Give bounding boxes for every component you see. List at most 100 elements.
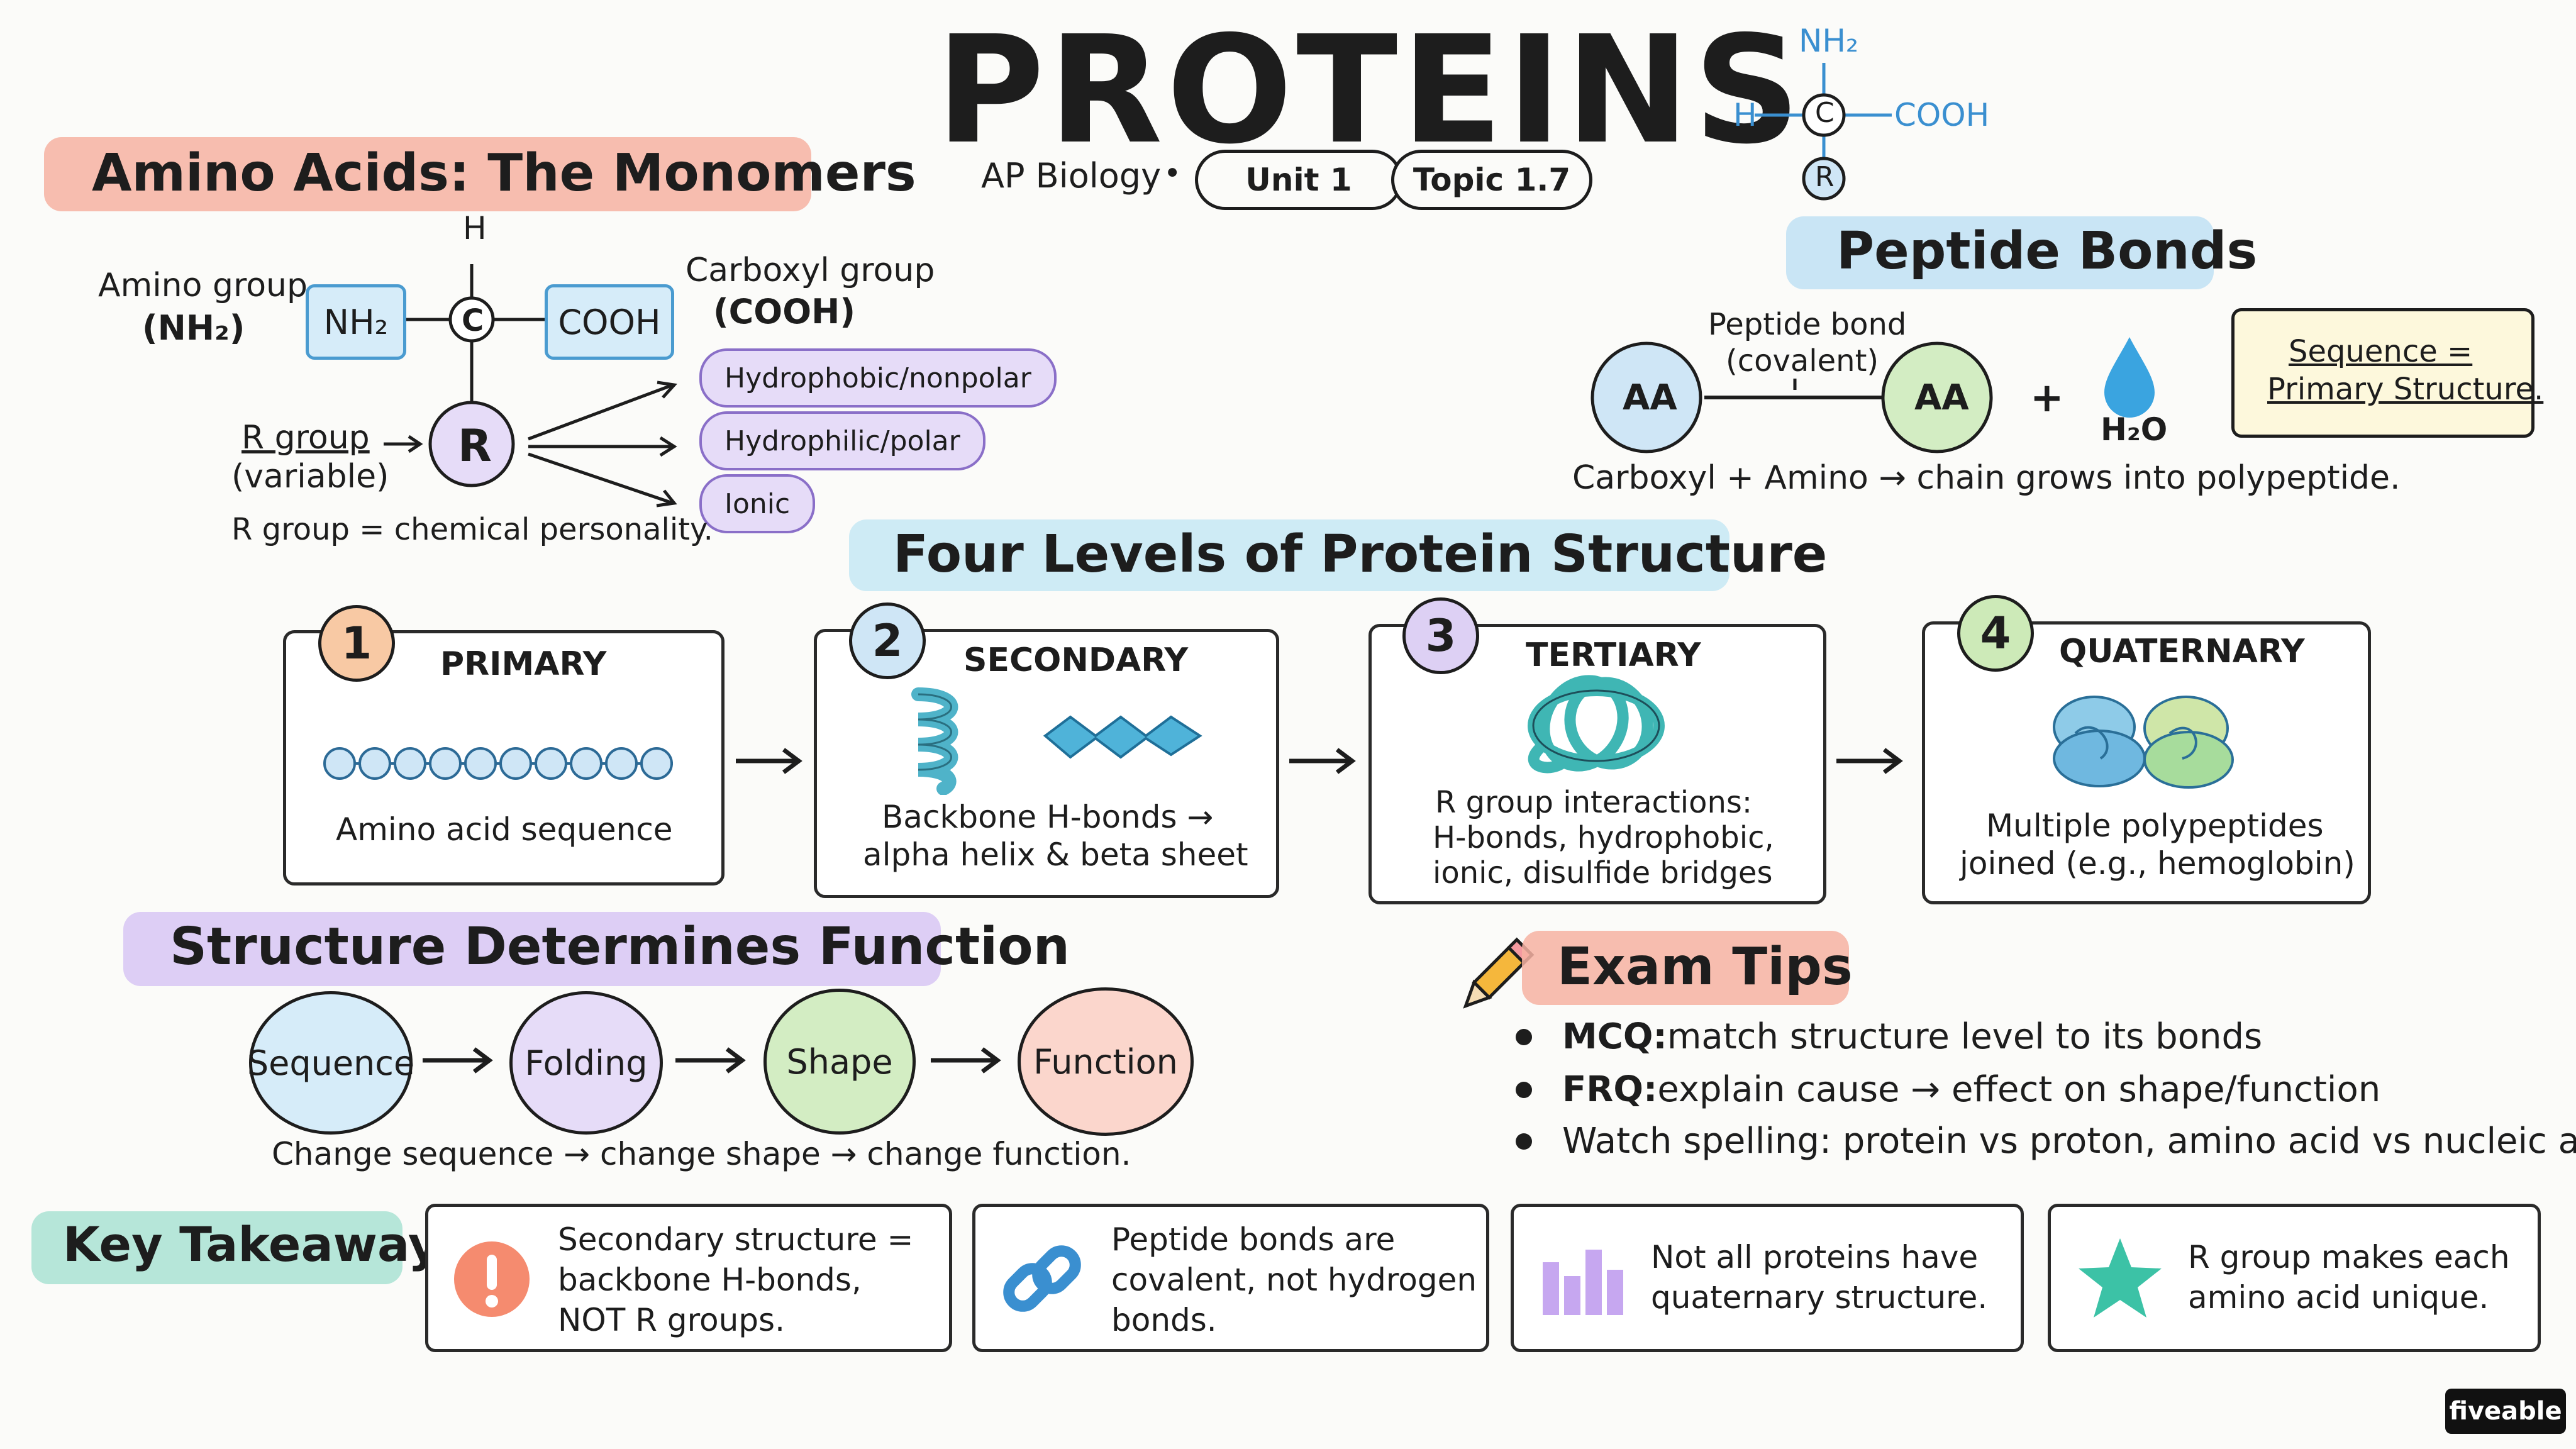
exam-tips-heading: Exam Tips: [1557, 937, 1853, 997]
tip-spelling: Watch spelling: protein vs proton, amino…: [1516, 1121, 2576, 1162]
takeaway-1-line2: backbone H-bonds,: [558, 1262, 862, 1298]
takeaway-4-line2: amino acid unique.: [2188, 1279, 2489, 1316]
level-4-name: QUATERNARY: [2059, 633, 2305, 670]
flow-function: Function: [1018, 987, 1194, 1136]
aa-left: AA: [1623, 377, 1677, 418]
takeaway-card-3: Not all proteins have quaternary structu…: [1511, 1204, 2024, 1352]
hydrophilic-tag: Hydrophilic/polar: [699, 411, 985, 470]
takeaway-3-line1: Not all proteins have: [1651, 1239, 1979, 1275]
takeaway-2-line2: covalent, not hydrogen: [1111, 1262, 1477, 1298]
arrow-3-to-4: [1836, 748, 1903, 774]
aa-right: AA: [1914, 377, 1969, 418]
topic-pill: Topic 1.7: [1391, 150, 1592, 210]
level-3-desc-2: H-bonds, hydrophobic,: [1433, 820, 1774, 855]
hydrophobic-tag: Hydrophobic/nonpolar: [699, 348, 1057, 408]
structure-function-heading: Structure Determines Function: [170, 917, 1070, 977]
level-4-number: 4: [1957, 595, 2034, 672]
peptide-bond-label: Peptide bond: [1708, 307, 1907, 342]
amino-acids-heading: Amino Acids: The Monomers: [92, 143, 916, 203]
r-group-label: R group: [242, 419, 370, 457]
level-3-desc-1: R group interactions:: [1435, 785, 1753, 820]
level-3-desc-3: ionic, disulfide bridges: [1433, 855, 1773, 891]
tip-mcq-text: match structure level to its bonds: [1667, 1016, 2263, 1057]
sequence-note-line2: Primary Structure.: [2267, 372, 2544, 407]
brand-logo: fiveable: [2445, 1389, 2566, 1434]
beta-sheet-icon: [1043, 715, 1202, 759]
arrow-1-to-2: [736, 748, 802, 774]
cooh-box: COOH: [545, 284, 674, 360]
takeaway-4-line1: R group makes each: [2188, 1239, 2510, 1275]
tip-frq-bold: FRQ:: [1562, 1069, 1658, 1110]
peptide-caption: Carboxyl + Amino → chain grows into poly…: [1572, 459, 2401, 497]
flow-folding: Folding: [509, 991, 663, 1135]
h-label: H: [463, 210, 487, 247]
flow-arrow-1: [423, 1047, 493, 1074]
subtitle-separator: •: [1163, 156, 1182, 191]
water-label: H₂O: [2101, 411, 2168, 448]
exclamation-icon: [454, 1241, 530, 1317]
takeaway-1-line3: NOT R groups.: [558, 1302, 785, 1338]
level-2-desc-1: Backbone H-bonds →: [882, 799, 1214, 835]
level-1-desc: Amino acid sequence: [336, 811, 673, 848]
r-group-caption: R group = chemical personality.: [231, 512, 713, 547]
sequence-note: Sequence = Primary Structure.: [2231, 308, 2543, 438]
arrow-2-to-3: [1289, 748, 1356, 774]
plus-sign: +: [2030, 375, 2064, 421]
link-icon: [1003, 1245, 1081, 1312]
amino-group-label: Amino group: [98, 267, 308, 304]
flow-arrow-2: [675, 1047, 746, 1074]
course-label: AP Biology: [981, 156, 1162, 196]
level-secondary-card: [814, 629, 1279, 898]
flow-arrow-3: [931, 1047, 1001, 1074]
level-4-desc-2: joined (e.g., hemoglobin): [1960, 845, 2355, 882]
ionic-tag: Ionic: [699, 474, 816, 533]
takeaway-1-line1: Secondary structure =: [558, 1221, 914, 1258]
takeaway-2-line3: bonds.: [1111, 1302, 1217, 1338]
tip-mcq: MCQ: match structure level to its bonds: [1516, 1016, 2262, 1057]
corner-c: C: [1815, 97, 1835, 129]
bullet-dot: [1516, 1133, 1532, 1150]
amino-acids-highlight: [44, 137, 811, 211]
level-2-desc-2: alpha helix & beta sheet: [863, 836, 1248, 873]
tip-frq-text: explain cause → effect on shape/function: [1657, 1069, 2381, 1110]
level-2-number: 2: [849, 602, 926, 679]
quaternary-complex-icon: [2053, 696, 2234, 789]
takeaway-card-2: Peptide bonds are covalent, not hydrogen…: [972, 1204, 1489, 1352]
corner-nh2: NH₂: [1799, 23, 1859, 59]
sequence-note-line1: Sequence =: [2289, 334, 2473, 369]
alpha-carbon: C: [462, 303, 484, 338]
level-2-name: SECONDARY: [963, 641, 1189, 679]
four-levels-heading: Four Levels of Protein Structure: [893, 525, 1828, 584]
water-drop-icon: [2104, 337, 2155, 418]
takeaway-2-line1: Peptide bonds are: [1111, 1221, 1396, 1258]
nh2-box: NH₂: [306, 284, 406, 360]
level-3-name: TERTIARY: [1526, 636, 1701, 674]
tip-spelling-text: Watch spelling: protein vs proton, amino…: [1562, 1121, 2576, 1162]
takeaway-card-4: R group makes each amino acid unique.: [2048, 1204, 2541, 1352]
bullet-dot: [1516, 1081, 1532, 1098]
corner-h: H: [1733, 97, 1757, 133]
corner-r: R: [1815, 161, 1835, 193]
carboxyl-group-formula: (COOH): [713, 292, 855, 331]
bar-chart-icon: [1543, 1250, 1623, 1315]
key-takeaways-highlight: [31, 1211, 402, 1284]
takeaway-card-1: Secondary structure = backbone H-bonds, …: [425, 1204, 952, 1352]
level-4-desc-1: Multiple polypeptides: [1986, 808, 2324, 844]
alpha-helix-icon: [911, 687, 958, 795]
peptide-bond-covalent: (covalent): [1726, 343, 1879, 379]
r-group-symbol: R: [458, 420, 492, 472]
r-group-variable: (variable): [231, 458, 389, 496]
amino-group-formula: (NH₂): [142, 308, 245, 348]
amino-acid-diagram: [384, 264, 677, 508]
exam-tips-highlight: [1522, 931, 1849, 1005]
level-1-number: 1: [318, 605, 395, 682]
flow-shape: Shape: [763, 989, 916, 1135]
peptide-bonds-highlight: [1786, 216, 2214, 289]
star-icon: [2079, 1238, 2162, 1318]
brand-logo-text: fiveable: [2449, 1397, 2562, 1426]
key-takeaways-heading: Key Takeaways: [63, 1216, 468, 1272]
takeaway-3-line2: quaternary structure.: [1651, 1279, 1988, 1316]
level-3-number: 3: [1402, 597, 1479, 674]
tip-mcq-bold: MCQ:: [1562, 1016, 1667, 1057]
level-1-name: PRIMARY: [440, 645, 607, 683]
